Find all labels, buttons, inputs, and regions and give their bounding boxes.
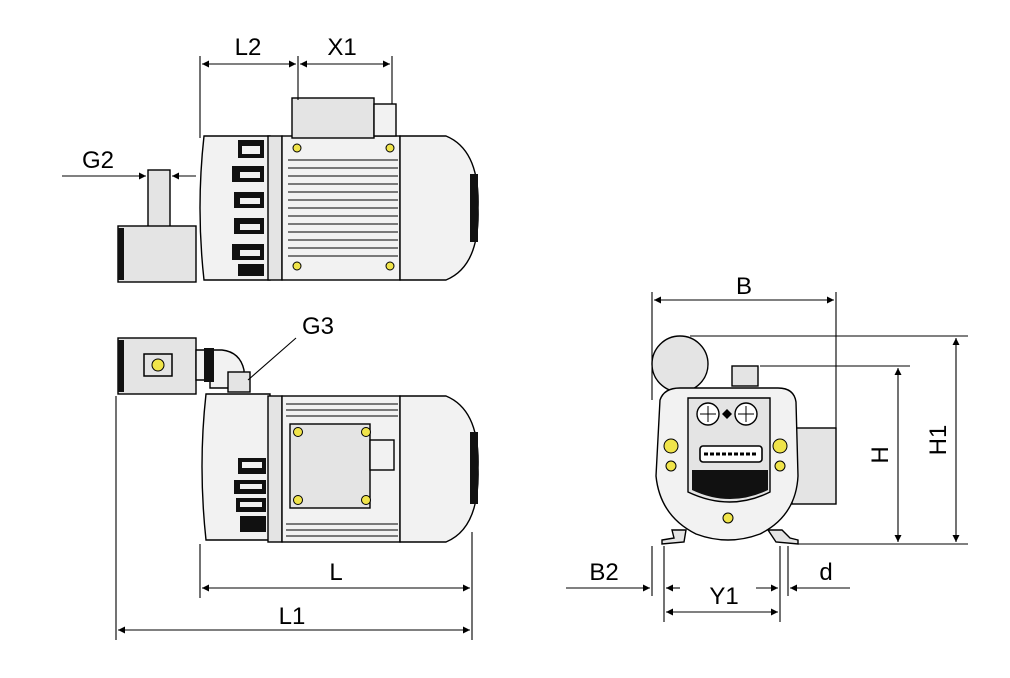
screw-front-1: [663, 438, 679, 454]
screw-front-5: [722, 512, 734, 524]
cover-shadow: [692, 470, 768, 499]
label-l2: L2: [235, 34, 262, 61]
terminal-box-top: [291, 97, 375, 139]
label-b2: B2: [589, 559, 618, 586]
pump-fins-side: [234, 458, 266, 532]
terminal-box-front: [791, 427, 837, 505]
dimension-labels: L2 X1 G2 G3 L L1 B H H1 B2 Y1 d: [82, 34, 952, 630]
label-h1: H1: [925, 425, 952, 456]
fan-end-side: [470, 432, 478, 504]
screw-front-2: [665, 460, 677, 472]
filter-screw: [151, 358, 165, 372]
foot-right: [766, 529, 799, 545]
screw-side-3: [293, 495, 303, 505]
label-y1: Y1: [709, 583, 738, 610]
round-filter: [651, 335, 709, 393]
filter-window: [143, 353, 173, 377]
front-view: [651, 335, 837, 545]
dimensions: [62, 56, 968, 640]
fan-end-top: [470, 174, 478, 242]
label-g2: G2: [82, 147, 114, 174]
label-l: L: [329, 559, 342, 586]
label-b: B: [736, 273, 752, 300]
screw-top-4: [385, 261, 395, 271]
fan-cover-top: [399, 135, 479, 281]
screw-front-4: [774, 460, 786, 472]
filter-cap-top: [118, 228, 124, 280]
screw-side-2: [361, 427, 371, 437]
side-view: [117, 337, 479, 543]
label-x1: X1: [327, 34, 356, 61]
filter-housing-top: [117, 225, 197, 283]
filter-cap-side: [118, 340, 124, 392]
screw-top-1: [292, 143, 302, 153]
elbow-collar: [204, 348, 214, 382]
motor-ribs-top: [288, 159, 398, 257]
screw-side-1: [293, 427, 303, 437]
g3-valve: [227, 371, 251, 393]
foot-left: [661, 529, 687, 545]
screw-side-4: [361, 495, 371, 505]
label-h: H: [867, 446, 894, 463]
screw-front-3: [772, 438, 788, 454]
screw-top-3: [292, 261, 302, 271]
fan-cover-side: [399, 395, 479, 543]
label-g3: G3: [302, 313, 334, 340]
flange-side: [267, 395, 283, 543]
top-view: [117, 97, 479, 283]
cable-gland-top: [373, 103, 397, 137]
label-d: d: [819, 559, 832, 586]
motor-ribs-side: [286, 403, 398, 537]
valve-front: [731, 365, 759, 387]
pump-fins-top: [232, 140, 264, 276]
g2-pipe: [147, 169, 171, 229]
screw-top-2: [385, 143, 395, 153]
terminal-box-side: [289, 423, 371, 509]
flange-top: [267, 135, 283, 281]
cable-gland-side: [369, 439, 395, 471]
diamond-icon: [722, 409, 732, 419]
label-l1: L1: [279, 603, 306, 630]
